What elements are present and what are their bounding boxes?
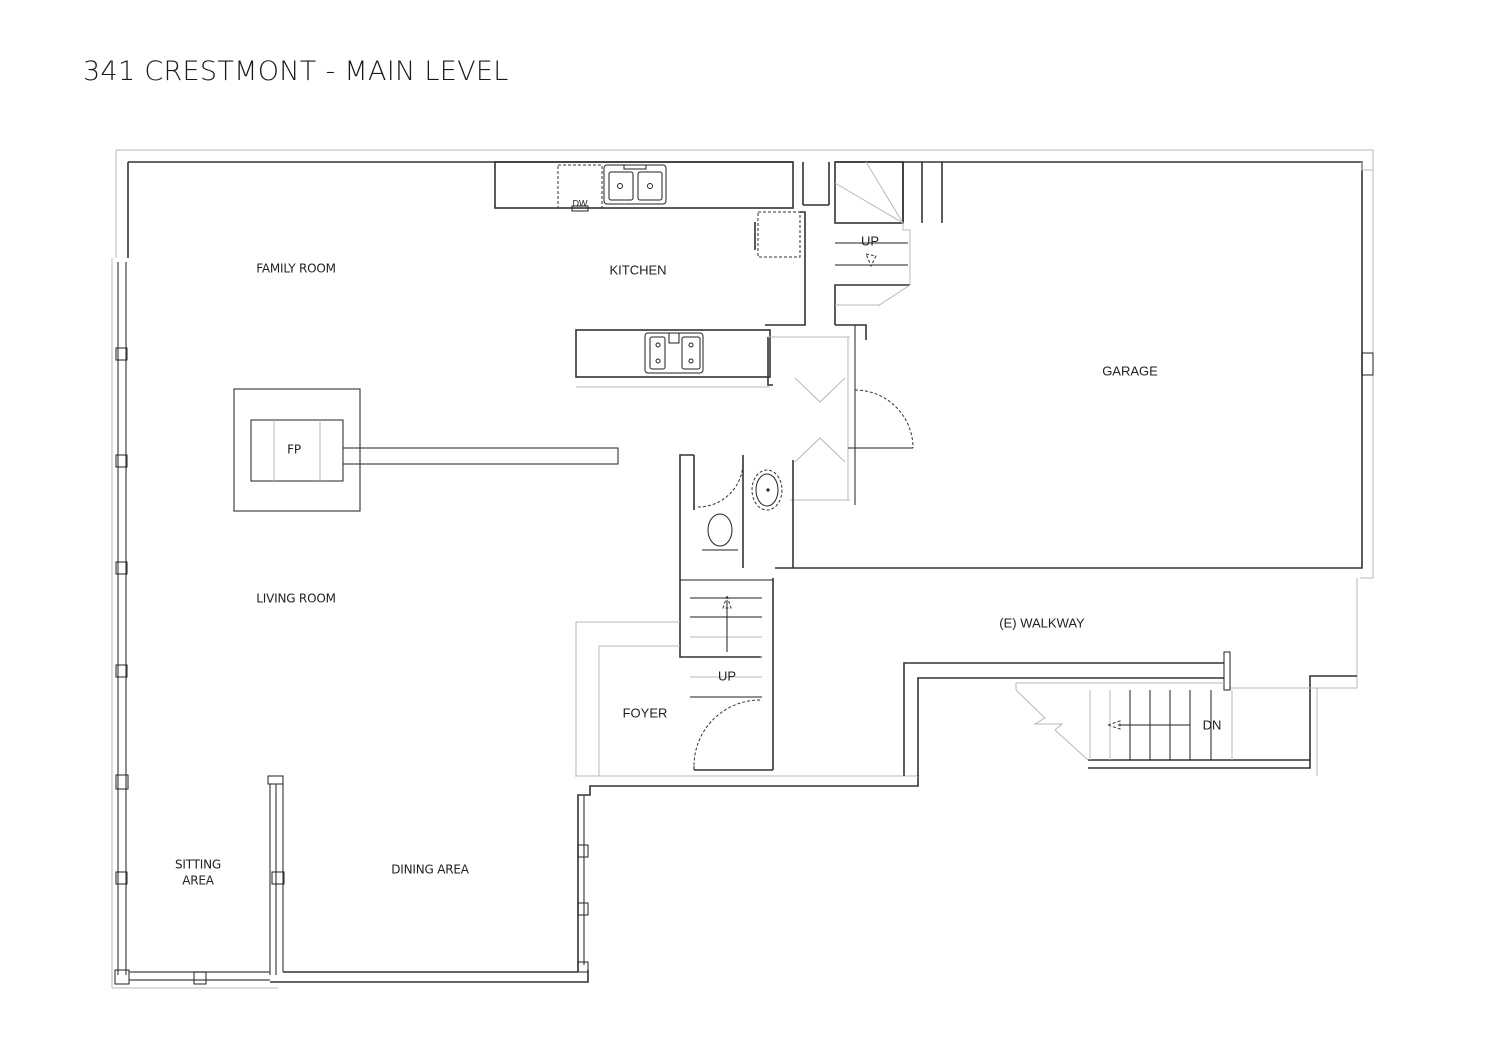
room-label-living-room: LIVING ROOM — [256, 591, 336, 606]
fireplace — [233, 388, 619, 512]
room-label-garage: GARAGE — [1102, 363, 1158, 379]
room-label-dining-area: DINING AREA — [391, 862, 469, 877]
foyer-stair — [575, 578, 774, 776]
stair-label-foyer-up: UP — [717, 668, 737, 684]
dishwasher-label: DW — [572, 198, 588, 209]
room-label-foyer: FOYER — [622, 705, 668, 721]
room-label-family-room: FAMILY ROOM — [256, 261, 336, 276]
stair-label-garage-up: UP — [860, 233, 880, 249]
hall-closet — [767, 336, 914, 501]
room-label-kitchen: KITCHEN — [609, 262, 667, 278]
powder-room — [679, 454, 794, 581]
kitchen-counters — [494, 161, 830, 388]
room-label-sitting-area-line1: SITTING — [174, 857, 222, 872]
walkway — [903, 578, 1358, 776]
garage-details — [1361, 162, 1374, 376]
room-label-walkway: (E) WALKWAY — [999, 615, 1085, 631]
room-label-sitting-area-line2: AREA — [182, 873, 214, 888]
plan-title: 341 CRESTMONT - MAIN LEVEL — [83, 56, 509, 87]
garage-stair — [834, 161, 943, 505]
stair-label-walkway-down: DN — [1202, 717, 1222, 733]
exterior-walls — [111, 149, 1374, 989]
room-label-fireplace: FP — [287, 442, 301, 457]
